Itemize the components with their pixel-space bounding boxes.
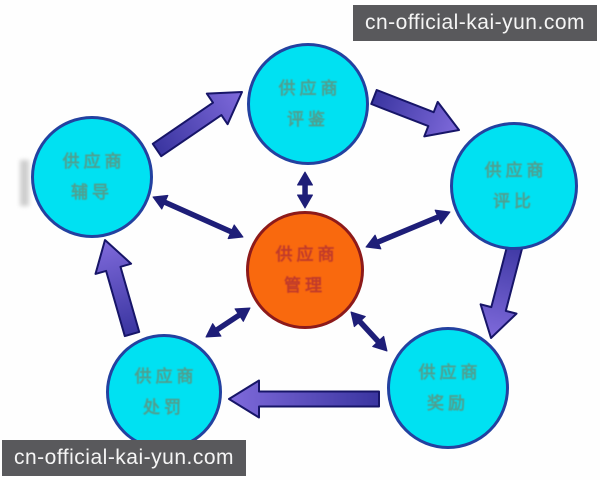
arrow-punishment-to-coaching: [94, 239, 141, 338]
node-supplier-coaching: 供应商 辅导: [31, 116, 153, 238]
link-management-rating: [365, 209, 451, 250]
watermark-bottom-left: cn-official-kai-yun.com: [2, 440, 247, 476]
node-supplier-reward-label: 供应商 奖励: [418, 362, 482, 413]
edge-artifact: [20, 160, 29, 206]
node-supplier-rating: 供应商 评比: [450, 122, 578, 250]
node-supplier-reward: 供应商 奖励: [387, 327, 509, 449]
link-management-reward: [350, 311, 388, 352]
node-supplier-management-label: 供应商 管理: [275, 244, 339, 295]
node-supplier-coaching-label: 供应商 辅导: [62, 151, 126, 202]
link-management-appraisal: [297, 171, 313, 209]
link-management-punishment: [205, 307, 251, 338]
node-supplier-appraisal-label: 供应商 评鉴: [278, 78, 342, 129]
arrow-rating-to-reward: [479, 235, 526, 339]
arrow-reward-to-punishment: [228, 379, 380, 419]
node-supplier-rating-label: 供应商 评比: [484, 160, 548, 211]
node-supplier-punishment: 供应商 处罚: [106, 334, 222, 450]
arrow-appraisal-to-rating: [370, 89, 460, 138]
watermark-top-right: cn-official-kai-yun.com: [352, 5, 597, 41]
node-supplier-appraisal: 供应商 评鉴: [247, 43, 369, 165]
node-supplier-punishment-label: 供应商 处罚: [134, 366, 198, 417]
link-management-coaching: [152, 194, 244, 240]
node-supplier-management: 供应商 管理: [246, 211, 364, 329]
arrow-coaching-to-appraisal: [151, 91, 243, 158]
